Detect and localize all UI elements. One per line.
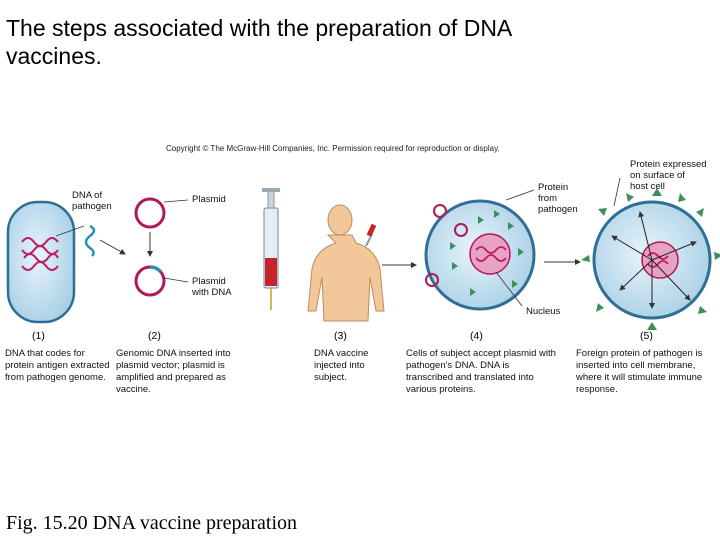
svg-text:pathogen: pathogen bbox=[538, 204, 578, 215]
copyright-notice: Copyright © The McGraw-Hill Companies, I… bbox=[166, 144, 500, 153]
slide-title: The steps associated with the preparatio… bbox=[6, 15, 512, 69]
step-caption-3: DNA vaccine injected into subject. bbox=[314, 348, 369, 383]
step-caption-2: Genomic DNA inserted into plasmid vector… bbox=[116, 348, 231, 395]
step-caption-4: Cells of subject accept plasmid with pat… bbox=[406, 348, 556, 395]
figure-caption: Fig. 15.20 DNA vaccine preparation bbox=[6, 512, 298, 534]
label-plasmid: Plasmid bbox=[192, 194, 226, 205]
svg-text:with DNA: with DNA bbox=[191, 287, 232, 298]
step-number-3: (3) bbox=[334, 330, 347, 342]
svg-text:pathogen: pathogen bbox=[72, 201, 112, 212]
step-caption-1: DNA that codes for protein antigen extra… bbox=[5, 348, 110, 383]
label-protein-expressed: Protein expressed bbox=[630, 159, 707, 170]
label-protein-from-pathogen: Protein bbox=[538, 182, 568, 193]
step-number-5: (5) bbox=[640, 330, 653, 342]
dna-fragment bbox=[84, 224, 96, 257]
subject-figure bbox=[307, 204, 385, 322]
host-cell-step4 bbox=[424, 199, 536, 311]
label-plasmid-with-dna: Plasmid bbox=[192, 276, 226, 287]
label-nucleus: Nucleus bbox=[526, 306, 561, 317]
label-dna-of-pathogen: DNA of bbox=[72, 190, 102, 201]
step-number-2: (2) bbox=[148, 330, 161, 342]
syringe-icon bbox=[262, 188, 280, 310]
svg-text:host cell: host cell bbox=[630, 181, 665, 192]
step-caption-5: Foreign protein of pathogen is inserted … bbox=[576, 348, 703, 395]
step-number-1: (1) bbox=[32, 330, 45, 342]
host-cell-step5 bbox=[581, 188, 720, 330]
dna-vaccine-diagram: DNA of pathogen Plasmid Plasmid with DNA… bbox=[6, 159, 720, 330]
step-number-4: (4) bbox=[470, 330, 483, 342]
svg-text:on surface of: on surface of bbox=[630, 170, 685, 181]
pathogen-cell bbox=[6, 200, 76, 324]
plasmid bbox=[134, 197, 166, 229]
svg-text:from: from bbox=[538, 193, 557, 204]
